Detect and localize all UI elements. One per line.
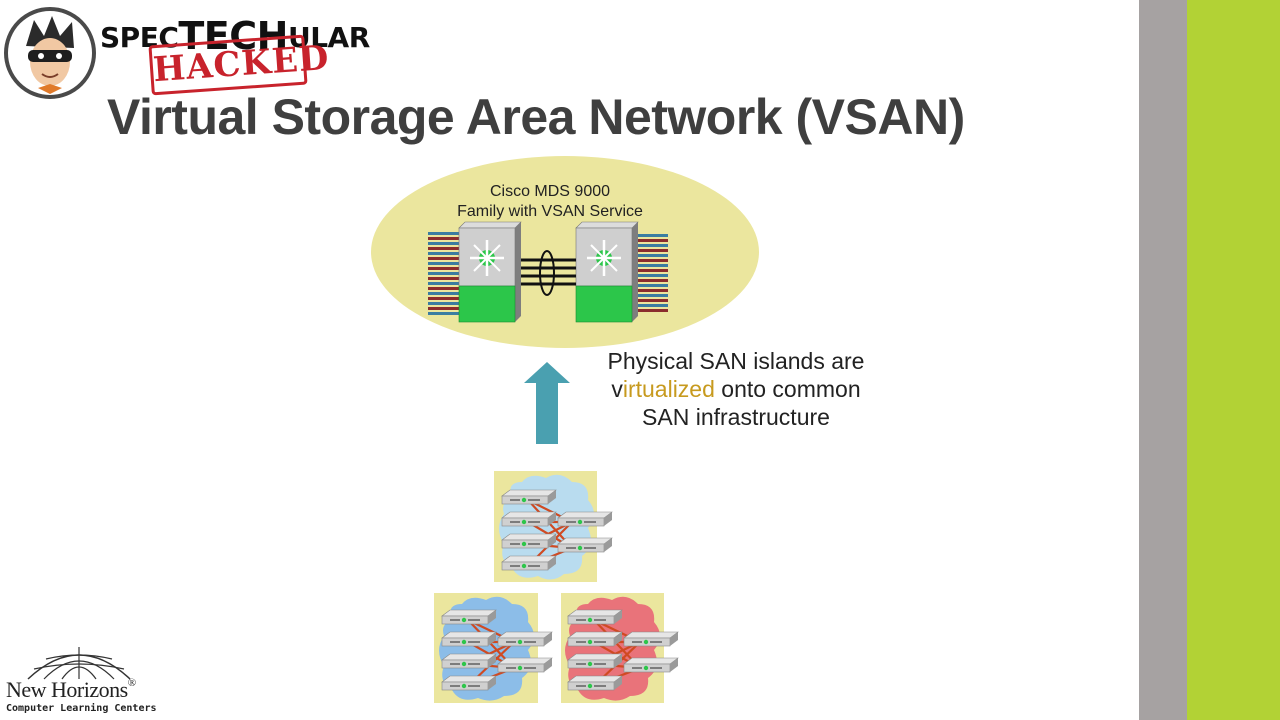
mds-switch-left <box>458 221 522 323</box>
caption-text-2: onto common SAN infrastructure <box>642 376 861 430</box>
cabling-right <box>634 234 668 312</box>
trademark-symbol: ® <box>127 677 136 689</box>
brand-prefix: SPEC <box>100 21 179 54</box>
up-arrow-icon <box>524 362 570 444</box>
side-stripe-gray <box>1139 0 1187 720</box>
virtualization-caption: Physical SAN islands are virtualized ont… <box>596 347 876 431</box>
brand-wordmark: SPECTECHULAR <box>100 12 370 58</box>
cabling-left <box>428 232 460 315</box>
mds-label-line1: Cisco MDS 9000 <box>489 183 611 200</box>
page-title: Virtual Storage Area Network (VSAN) <box>107 89 965 145</box>
brand-tech: TECH <box>178 14 288 58</box>
san-island-bottom-left <box>434 593 553 703</box>
globe-logo-icon <box>27 647 131 680</box>
san-island-top <box>494 471 613 582</box>
company-name: New Horizons® <box>6 677 136 703</box>
caption-text-1: Physical SAN islands are v <box>607 348 865 402</box>
caption-highlight: irtualized <box>622 376 715 402</box>
company-name-text: New Horizons <box>6 677 128 702</box>
side-stripe-green <box>1187 0 1280 720</box>
mds-switch-label: Cisco MDS 9000 Family with VSAN Service <box>380 182 720 222</box>
mds-label-line2: Family with VSAN Service <box>457 203 643 220</box>
san-island-bottom-right <box>561 593 679 703</box>
company-tagline: Computer Learning Centers <box>6 703 157 714</box>
mds-switch-right <box>575 221 639 323</box>
mascot-logo-icon <box>4 7 96 99</box>
brand-suffix: ULAR <box>287 21 370 54</box>
vsan-diagram <box>371 156 759 703</box>
isl-links <box>521 250 576 296</box>
